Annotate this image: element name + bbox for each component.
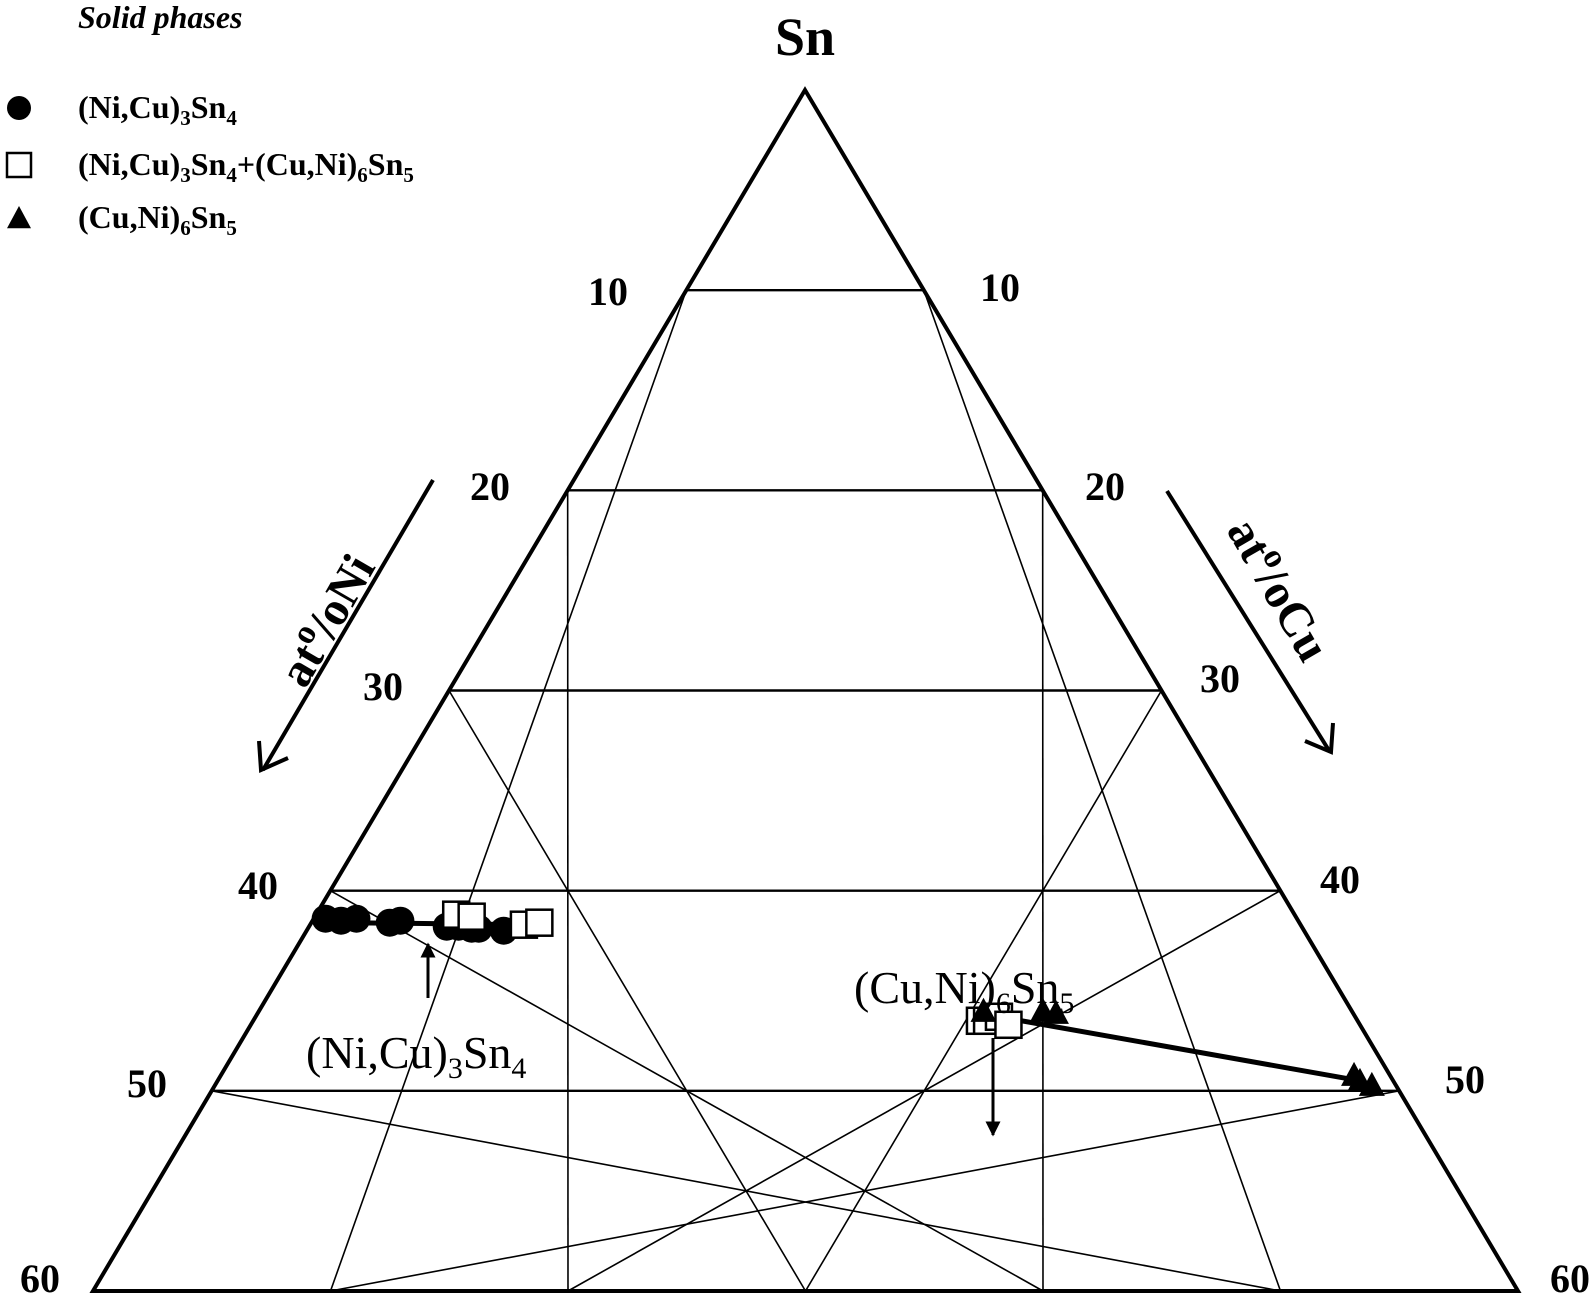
formula-part: 3 <box>180 106 191 130</box>
data-points <box>311 900 1385 1096</box>
formula-part: 6 <box>357 163 368 187</box>
formula-part: (Ni,Cu) <box>78 89 180 125</box>
svg-text:ato/oCu: ato/oCu <box>1216 507 1344 671</box>
formula-part: 5 <box>403 163 414 187</box>
legend-label: (Cu,Ni)6Sn5 <box>78 199 237 240</box>
formula-part: 5 <box>1059 987 1074 1020</box>
data-point-square <box>994 1010 1023 1040</box>
right-axis-arrowhead <box>1304 722 1335 755</box>
legend-title: Solid phases <box>78 0 242 35</box>
annotation-cu6sn5-label: (Cu,Ni)6Sn5 <box>854 962 1074 1020</box>
triangle-outline <box>89 86 1522 1293</box>
formula-part: (Ni,Cu) <box>306 1027 448 1078</box>
legend-marker-circle <box>7 96 31 120</box>
data-point-circle <box>342 904 371 933</box>
legend-entry-triangle: (Cu,Ni)6Sn5 <box>7 199 237 240</box>
left-axis-arrow <box>261 478 435 772</box>
left-tick-label: 10 <box>588 269 628 314</box>
apex-label-sn: Sn <box>775 7 835 67</box>
legend: Solid phases (Ni,Cu)3Sn4(Ni,Cu)3Sn4+(Cu,… <box>5 0 414 240</box>
formula-part: Sn <box>368 146 404 182</box>
left-axis-ticks: 10 20 30 40 50 60 <box>20 269 628 1301</box>
right-tick-label: 20 <box>1085 464 1125 509</box>
formula-part: Sn <box>191 146 227 182</box>
left-axis-arrowhead <box>257 740 289 773</box>
right-tick-label: 60 <box>1550 1256 1590 1301</box>
formula-part: Sn <box>191 89 227 125</box>
right-axis-arrow <box>1165 489 1332 754</box>
tie-line <box>998 1014 1361 1084</box>
legend-label: (Ni,Cu)3Sn4 <box>78 89 237 130</box>
formula-part: (Cu,Ni) <box>78 199 180 235</box>
formula-part: 4 <box>226 163 237 187</box>
legend-marker-triangle <box>7 206 31 229</box>
annotation-ni3sn4-label: (Ni,Cu)3Sn4 <box>306 1027 526 1085</box>
formula-part: Sn <box>463 1027 512 1078</box>
triangle-frame <box>89 86 1522 1293</box>
formula-part: 6 <box>996 987 1011 1020</box>
formula-part: 3 <box>448 1052 463 1085</box>
left-tick-label: 20 <box>470 464 510 509</box>
right-tick-label: 30 <box>1200 656 1240 701</box>
left-tick-label: 60 <box>20 1256 60 1301</box>
legend-entry-circle: (Ni,Cu)3Sn4 <box>7 89 237 130</box>
right-tick-label: 50 <box>1445 1057 1485 1102</box>
right-axis-label-tail: /oCu <box>1244 557 1340 670</box>
left-tick-label: 50 <box>127 1061 167 1106</box>
left-tick-label: 30 <box>363 664 403 709</box>
grid-lines <box>211 288 1400 1292</box>
formula-part: 4 <box>511 1052 526 1085</box>
annotation-cu6sn5: (Cu,Ni)6Sn5 <box>854 962 1074 1137</box>
annotation-ni3sn4: (Ni,Cu)3Sn4 <box>306 942 526 1085</box>
right-tick-label: 40 <box>1320 857 1360 902</box>
right-tick-label: 10 <box>980 265 1020 310</box>
right-axis-label: ato/oCu <box>1216 507 1344 671</box>
grid-diagonal <box>448 690 807 1292</box>
data-point-triangle <box>1358 1071 1385 1096</box>
formula-part: 4 <box>226 106 237 130</box>
formula-part: Sn <box>191 199 227 235</box>
formula-part: 5 <box>226 216 237 240</box>
data-point-triangle <box>1042 999 1069 1024</box>
legend-label: (Ni,Cu)3Sn4+(Cu,Ni)6Sn5 <box>78 146 414 187</box>
formula-part: 6 <box>180 216 191 240</box>
formula-part: Sn <box>1011 962 1060 1013</box>
grid-diagonal <box>330 1090 1400 1292</box>
data-point-triangle <box>970 997 997 1022</box>
right-axis-ticks: 10 20 30 40 50 60 <box>980 265 1590 1301</box>
data-point-square <box>525 908 554 937</box>
formula-part: +(Cu,Ni) <box>237 146 357 182</box>
data-point-square <box>457 902 486 931</box>
data-point-circle <box>386 906 415 935</box>
legend-entry-square: (Ni,Cu)3Sn4+(Cu,Ni)6Sn5 <box>5 146 414 187</box>
formula-part: 3 <box>180 163 191 187</box>
left-axis-label-base: at <box>269 634 335 695</box>
legend-marker-square <box>5 151 33 179</box>
formula-part: (Ni,Cu) <box>78 146 180 182</box>
grid-diagonal <box>211 1090 1281 1292</box>
formula-part: (Cu,Ni) <box>854 962 996 1013</box>
legend-entries: (Ni,Cu)3Sn4(Ni,Cu)3Sn4+(Cu,Ni)6Sn5(Cu,Ni… <box>5 89 414 240</box>
left-tick-label: 40 <box>238 863 278 908</box>
